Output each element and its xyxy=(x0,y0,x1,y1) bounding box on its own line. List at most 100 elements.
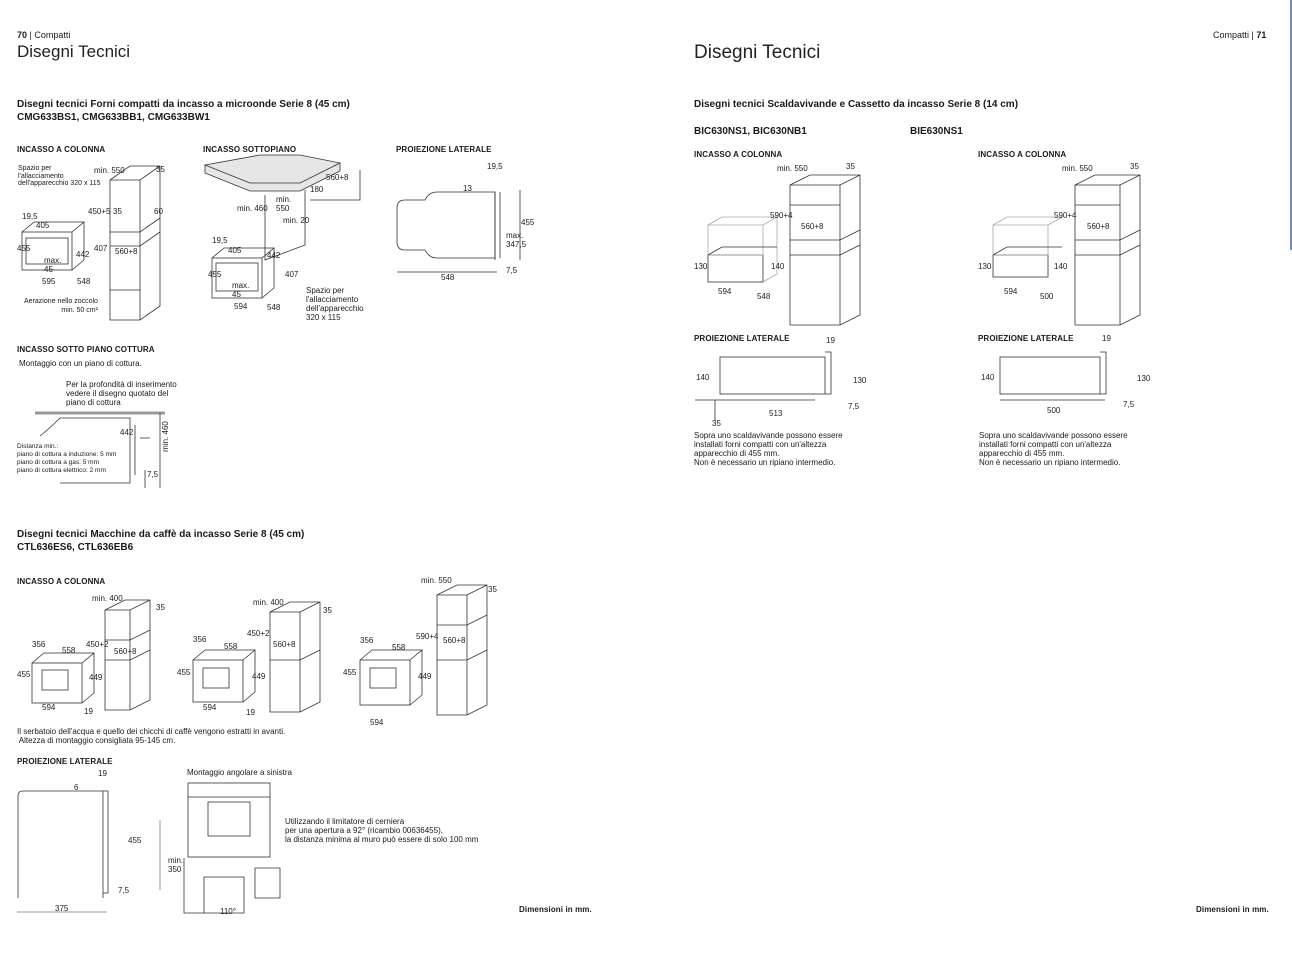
dim: 594 xyxy=(1004,287,1018,296)
dim: min. 400 xyxy=(92,594,123,603)
oven-column-drawing xyxy=(21,165,161,321)
warmer-column-a xyxy=(707,174,861,326)
dim: 140 xyxy=(981,373,995,382)
dim: 7,5 xyxy=(506,266,518,275)
dim: 590+4 xyxy=(770,211,793,220)
subheading-coffee-side: PROIEZIONE LATERALE xyxy=(17,757,113,766)
dim: 560+8 xyxy=(273,640,296,649)
section-heading-coffee: Disegni tecnici Macchine da caffè da inc… xyxy=(17,529,305,540)
subheading-column-b: INCASSO A COLONNA xyxy=(978,150,1067,159)
dim: 7,5 xyxy=(848,402,860,411)
subheading-side-b: PROIEZIONE LATERALE xyxy=(978,334,1074,343)
dim: 455 xyxy=(128,836,142,845)
dim: 548 xyxy=(77,277,91,286)
dim: 594 xyxy=(718,287,732,296)
dim: 442 xyxy=(120,428,134,437)
dim: min. 550 xyxy=(94,166,125,175)
oven-undercounter-drawing xyxy=(203,154,361,299)
dim: 450+5 xyxy=(88,207,111,216)
depth-note: Per la profondità di inserimento vedere … xyxy=(66,380,177,407)
dim: 560+8 xyxy=(801,222,824,231)
dim: 130 xyxy=(1137,374,1151,383)
page-header-right: Compatti | 71 xyxy=(1213,30,1266,40)
dim: 455 xyxy=(208,270,222,279)
separator: | xyxy=(29,30,32,40)
dim: 356 xyxy=(193,635,207,644)
dim: 548 xyxy=(267,303,281,312)
section-name: Compatti xyxy=(34,30,71,40)
oven-models: CMG633BS1, CMG633BB1, CMG633BW1 xyxy=(17,112,210,123)
dim: 548 xyxy=(441,273,455,282)
dim: 442 xyxy=(267,251,281,260)
dim: 35 xyxy=(156,165,165,174)
dim: 455 xyxy=(343,668,357,677)
warmer-note-b: Sopra uno scaldavivande possono essere i… xyxy=(979,431,1128,467)
dim: 35 xyxy=(712,419,721,428)
dim: 500 xyxy=(1047,406,1061,415)
dim: 140 xyxy=(771,262,785,271)
dim: 455 xyxy=(177,668,191,677)
corner-label: Montaggio angolare a sinistra xyxy=(187,768,292,777)
vent-note: Aerazione nello zoccolo min. 50 cm² xyxy=(24,298,98,314)
dim: 405 xyxy=(228,246,242,255)
page-number: 71 xyxy=(1256,30,1267,40)
separator: | xyxy=(1251,30,1254,40)
dim: 7,5 xyxy=(1123,400,1135,409)
subheading-side: PROIEZIONE LATERALE xyxy=(396,145,492,154)
dimensions-note: Dimensioni in mm. xyxy=(519,905,592,914)
section-heading-ovens: Disegni tecnici Forni compatti da incass… xyxy=(17,99,350,110)
dim: 449 xyxy=(418,672,432,681)
warmer-column-b xyxy=(992,174,1141,326)
connection-note: Spazio per l'allacciamento dell'apparecc… xyxy=(18,165,101,187)
page-header-left: 70 | Compatti xyxy=(17,30,70,40)
dim: 442 xyxy=(76,250,90,259)
dim: 594 xyxy=(370,718,384,727)
dim: 375 xyxy=(55,904,69,913)
dim: 19 xyxy=(246,708,255,717)
dim: 180 xyxy=(310,185,324,194)
dim: 60 xyxy=(154,207,163,216)
dim: 455 xyxy=(17,670,31,679)
dim: max. 45 xyxy=(232,281,250,299)
coffee-corner-drawing xyxy=(183,782,281,914)
dimensions-note: Dimensioni in mm. xyxy=(1196,905,1269,914)
dim: 110° xyxy=(220,907,236,916)
dim: 594 xyxy=(234,302,248,311)
dim: 455 xyxy=(17,244,31,253)
subheading-undercounter: INCASSO SOTTOPIANO xyxy=(203,145,297,154)
warmer-side-b xyxy=(999,351,1107,401)
connection-note: Spazio per l'allacciamento dell'apparecc… xyxy=(306,286,364,322)
mounting-note: Montaggio con un piano di cottura. xyxy=(19,359,142,368)
dim: min. 460 xyxy=(160,421,170,452)
dim: 513 xyxy=(769,409,783,418)
dim: 13 xyxy=(463,184,472,193)
dim: 594 xyxy=(203,703,217,712)
dim: min. 20 xyxy=(283,216,310,225)
dim: 19 xyxy=(1102,334,1111,343)
dim: 19 xyxy=(98,769,107,778)
oven-side-drawing xyxy=(396,190,521,273)
dim: 449 xyxy=(89,673,103,682)
page-edge-accent xyxy=(1290,0,1292,250)
dim: 590+4 xyxy=(1054,211,1077,220)
coffee-drawing-1 xyxy=(31,599,151,711)
coffee-side-drawing xyxy=(17,790,161,913)
corner-note: Utilizzando il limitatore di cerniera pe… xyxy=(285,817,479,844)
dim: min. 400 xyxy=(253,598,284,607)
subheading-side-a: PROIEZIONE LATERALE xyxy=(694,334,790,343)
dim: 130 xyxy=(978,262,992,271)
dim: 500 xyxy=(1040,292,1054,301)
dim: 407 xyxy=(285,270,299,279)
page-number: 70 xyxy=(17,30,28,40)
dim: 130 xyxy=(694,262,708,271)
warmer-note-a: Sopra uno scaldavivande possono essere i… xyxy=(694,431,843,467)
dim: 558 xyxy=(224,642,238,651)
dim: max. 45 xyxy=(44,256,62,274)
dim: 407 xyxy=(94,244,108,253)
dim: 35 xyxy=(846,162,855,171)
subheading-column: INCASSO A COLONNA xyxy=(17,145,106,154)
dim: 560+8 xyxy=(443,636,466,645)
dim: 7,5 xyxy=(147,470,159,479)
dim: min. 550 xyxy=(421,576,452,585)
dim: min. 350 xyxy=(168,856,184,874)
